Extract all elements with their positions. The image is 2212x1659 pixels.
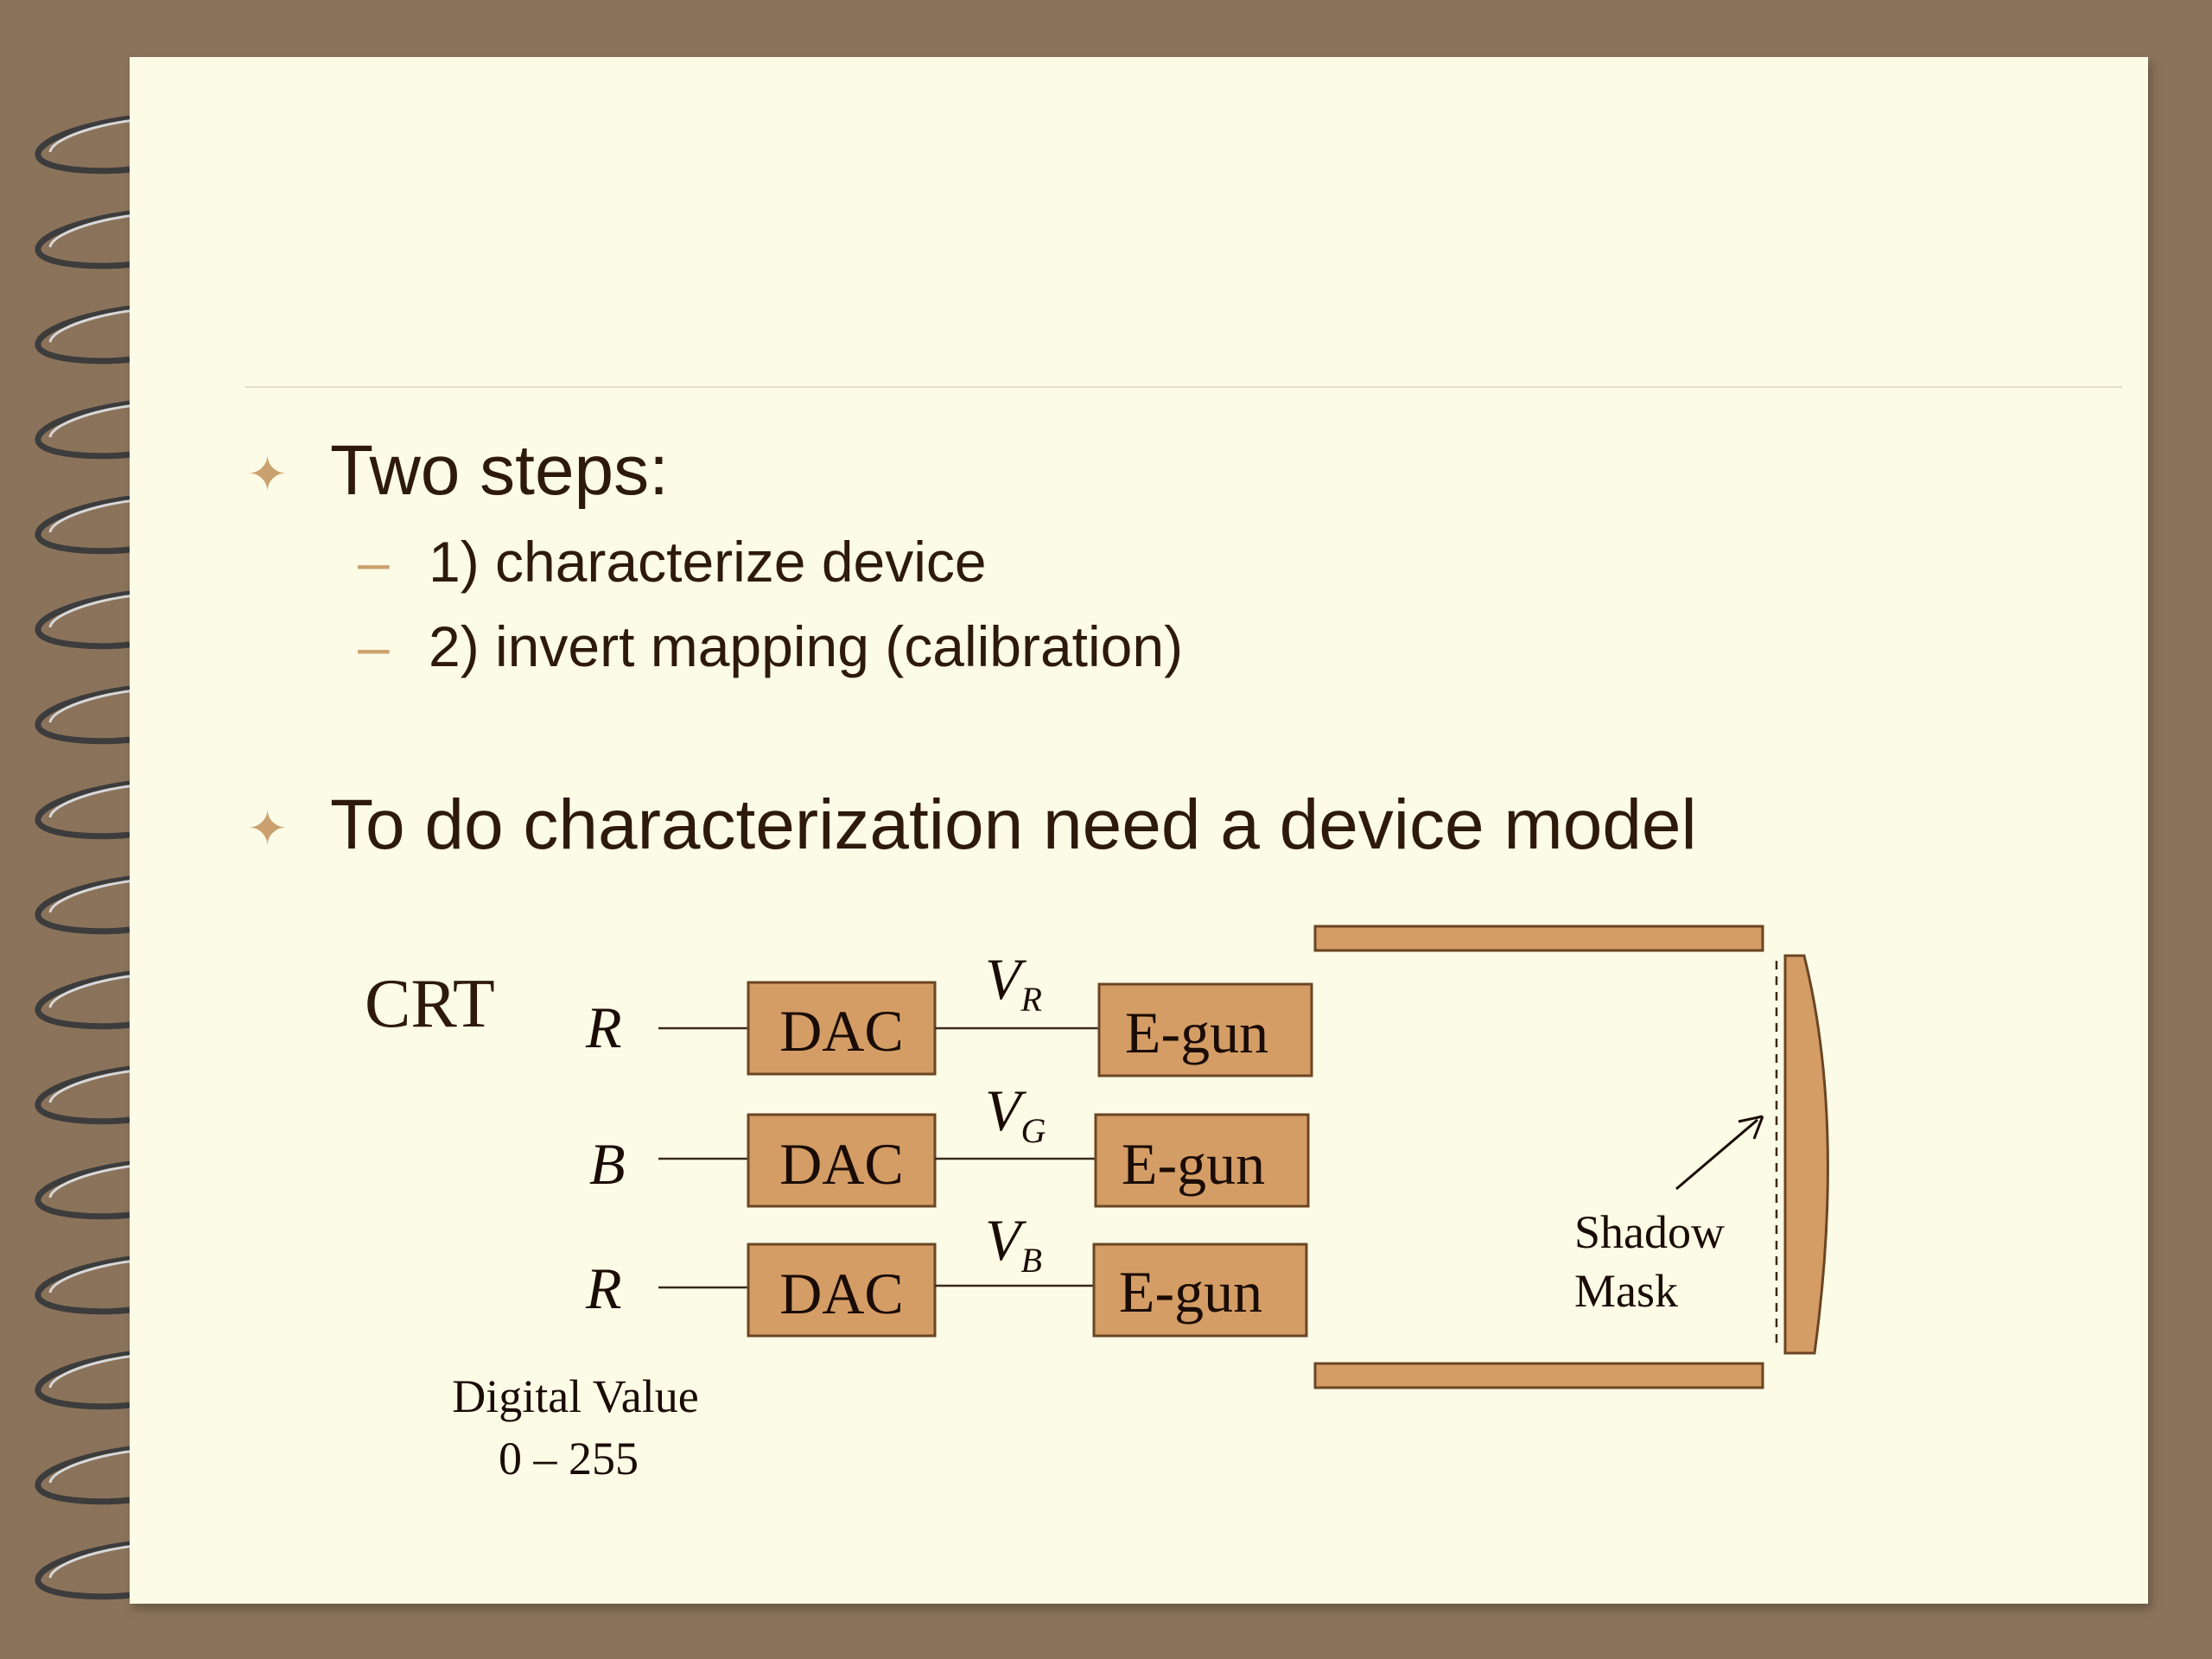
bullet-text: Two steps: (330, 431, 669, 510)
crt-screen (1783, 954, 1829, 1355)
input-label: R (585, 995, 622, 1060)
voltage-label: VG (985, 1077, 1046, 1150)
dac-label: DAC (779, 998, 904, 1064)
voltage-label: VR (985, 946, 1042, 1019)
shadow-mask-label-line1: Shadow (1574, 1206, 1725, 1258)
e-gun-box (1092, 1243, 1308, 1338)
sub-bullet-text: 2) invert mapping (calibration) (429, 614, 1184, 678)
dac-label: DAC (779, 1131, 904, 1197)
bullet-star-icon: ✦ (247, 447, 288, 501)
sub-bullet-invert: – 2) invert mapping (calibration) (358, 613, 1184, 679)
bullet-text: To do characterization need a device mod… (330, 785, 1697, 864)
input-label: B (589, 1131, 626, 1197)
pointer-arrow (1675, 1118, 1758, 1191)
digital-range-label: 0 – 255 (499, 1433, 639, 1484)
sub-bullet-characterize: – 1) characterize device (358, 529, 987, 594)
digital-value-label: Digital Value (452, 1370, 698, 1422)
shadow-mask-label-line2: Mask (1574, 1265, 1678, 1317)
e-gun-box (1094, 1113, 1310, 1208)
bullet-star-icon: ✦ (247, 801, 288, 855)
sub-bullet-text: 1) characterize device (429, 530, 987, 594)
e-gun-label: E-gun (1119, 1259, 1262, 1325)
voltage-label: VB (985, 1207, 1042, 1280)
bullet-two-steps: ✦ Two steps: (247, 430, 669, 512)
e-gun-label: E-gun (1125, 1000, 1268, 1065)
title-divider (245, 386, 2122, 388)
bullet-device-model: ✦ To do characterization need a device m… (247, 785, 1697, 866)
tube-bottom-wall (1313, 1362, 1764, 1389)
crt-label: CRT (365, 966, 495, 1042)
e-gun-box (1097, 982, 1313, 1077)
dac-box (747, 1243, 937, 1338)
dash-icon: – (358, 530, 390, 594)
input-label: R (585, 1255, 622, 1321)
dash-icon: – (358, 614, 390, 678)
dac-label: DAC (779, 1261, 904, 1326)
arrow-head-icon (1738, 1115, 1764, 1140)
e-gun-label: E-gun (1122, 1131, 1265, 1197)
tube-top-wall (1313, 925, 1764, 952)
dac-box (747, 1113, 937, 1208)
